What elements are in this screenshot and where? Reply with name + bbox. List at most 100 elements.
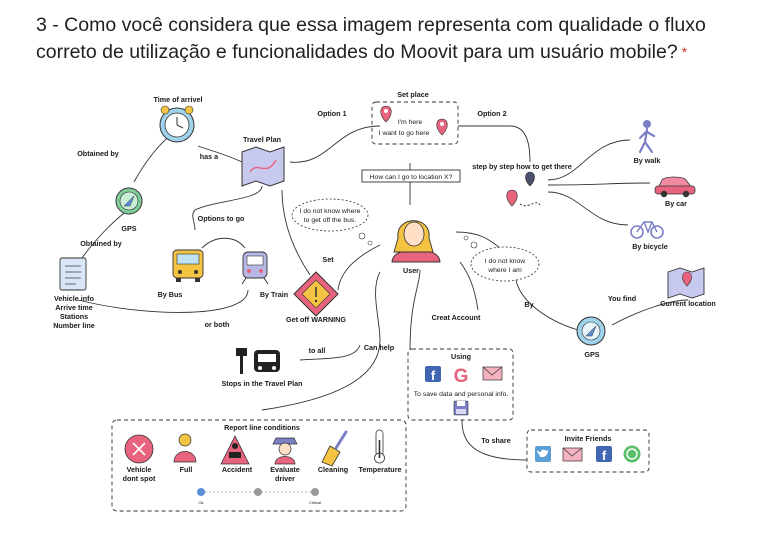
label-travel-plan: Travel Plan: [243, 135, 281, 144]
email-icon: [482, 366, 503, 381]
thought-bubble-where: [463, 235, 540, 282]
user-avatar-icon: [391, 220, 441, 263]
label-temperature: Temperature: [358, 465, 401, 474]
label-time-of-arrivel: Time of arrivel: [153, 95, 202, 104]
label-options-to-go: Options to go: [198, 214, 245, 223]
bicycle-icon: [630, 221, 664, 239]
label-obtained-by-2: Obtained by: [80, 239, 122, 248]
whatsapp-icon: [623, 445, 641, 463]
twitter-icon: [535, 446, 551, 462]
bus-icon: [172, 249, 204, 282]
save-disk-icon: [453, 400, 469, 416]
label-step-by-step: step by step how to get there: [472, 162, 571, 171]
label-to-share: To share: [481, 436, 510, 445]
accident-icon: [220, 435, 250, 465]
label-report-title: Report line conditions: [224, 423, 300, 432]
train-icon: [241, 251, 269, 285]
set-place-box: [371, 101, 459, 145]
label-dont-spot: dont spot: [123, 474, 156, 483]
facebook-invite-icon: f: [596, 446, 612, 463]
using-box: [407, 348, 514, 421]
label-by-bicycle: By bicycle: [632, 242, 668, 251]
email-invite-icon: [562, 447, 583, 462]
label-save-data: To save data and personal info.: [414, 391, 509, 398]
label-by-walk: By walk: [634, 156, 661, 165]
label-obtained-by-1: Obtained by: [77, 149, 119, 158]
label-scale-critical: Critical: [309, 500, 321, 505]
rating-scale: [197, 488, 319, 496]
vehicle-missed-icon: [124, 434, 154, 464]
report-box: [111, 419, 407, 512]
pin-icon-here: [380, 105, 392, 123]
label-using: Using: [451, 352, 471, 361]
label-vehicle-info: Vehicle info: [54, 294, 95, 303]
label-has-a: has a: [200, 152, 219, 161]
label-to-all: to all: [309, 346, 326, 355]
label-set: Set: [322, 255, 334, 264]
svg-text:f: f: [431, 368, 436, 383]
crowd-icon: [173, 433, 197, 463]
label-evaluate: Evaluate: [270, 465, 300, 474]
label-stops: Stops in the Travel Plan: [221, 379, 302, 388]
route-icon: [506, 171, 541, 207]
scale-dot-ok: [197, 488, 205, 496]
label-driver: driver: [275, 474, 295, 483]
pin-icon-destination: [436, 118, 448, 136]
label-or-both: or both: [205, 320, 230, 329]
svg-text:G: G: [454, 366, 469, 387]
label-current-location: Current location: [660, 299, 716, 308]
label-by-bus: By Bus: [158, 290, 183, 299]
gps-icon-left: [115, 187, 143, 215]
label-user: User: [403, 266, 419, 275]
required-mark: *: [681, 44, 688, 60]
label-set-place: Set place: [397, 90, 429, 99]
label-option-1: Option 1: [317, 109, 346, 118]
walk-icon: [638, 120, 656, 154]
label-by-train: By Train: [260, 290, 288, 299]
label-thought-bus-2: to get off the bus.: [304, 217, 357, 224]
question-title: 3 - Como você considera que essa imagem …: [36, 12, 751, 66]
label-gps-left: GPS: [121, 224, 136, 233]
connector-lines: [77, 125, 689, 461]
invite-friends-box: [526, 429, 650, 473]
label-im-here: I'm here: [398, 119, 423, 126]
cleaning-broom-icon: [321, 430, 348, 467]
warning-sign-icon: [293, 271, 339, 317]
label-accident: Accident: [222, 465, 253, 474]
bus-stop-icon: [236, 348, 280, 374]
label-thought-bus-1: I do not know where: [300, 208, 361, 215]
facebook-icon: f: [425, 366, 441, 383]
label-invite-friends: Invite Friends: [565, 434, 612, 443]
label-you-find: You find: [608, 294, 636, 303]
label-get-off-warning: Get off WARNING: [286, 315, 346, 324]
label-vehicle: Vehicle: [127, 465, 152, 474]
clock-icon: [159, 105, 195, 143]
label-thought-where-1: I do not know: [485, 258, 526, 265]
thought-bubble-bus: [291, 198, 373, 246]
label-arrive-time: Arrive time: [55, 303, 93, 312]
label-gps-right: GPS: [584, 350, 599, 359]
label-create-account: Creat Account: [432, 313, 481, 322]
gps-icon-right: [576, 316, 606, 346]
question-text: 3 - Como você considera que essa imagem …: [36, 14, 706, 63]
map-icon: [241, 146, 285, 187]
label-stations: Stations: [60, 312, 88, 321]
scale-dot-critical: [311, 488, 319, 496]
label-how-can-i-go: How can I go to location X?: [370, 174, 453, 181]
label-cleaning: Cleaning: [318, 465, 348, 474]
label-full: Full: [180, 465, 193, 474]
car-icon: [654, 176, 696, 198]
svg-text:f: f: [602, 448, 607, 463]
document-icon: [59, 257, 87, 291]
thermometer-icon: [374, 429, 385, 464]
label-want-to-go: I want to go here: [379, 130, 430, 137]
label-can-help: Can help: [364, 343, 395, 352]
label-scale-ok: Ok: [198, 500, 203, 505]
location-map-icon: [667, 267, 705, 299]
label-number-line: Number line: [53, 321, 95, 330]
scale-dot-mid: [254, 488, 262, 496]
label-by-car: By car: [665, 199, 687, 208]
question-box: [361, 169, 461, 183]
driver-icon: [272, 437, 298, 465]
